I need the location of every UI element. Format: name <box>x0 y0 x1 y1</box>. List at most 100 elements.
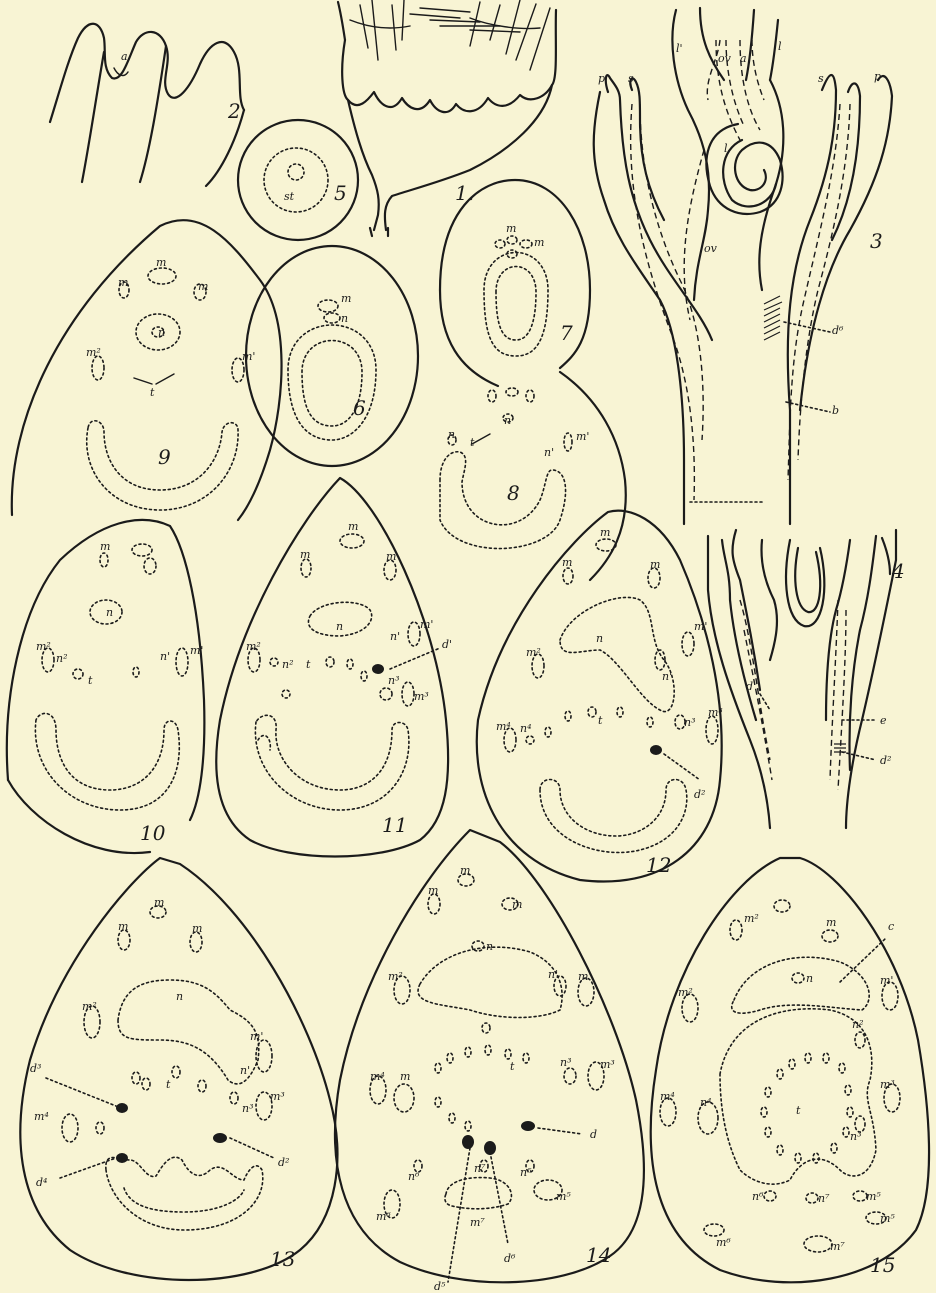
figure-9-label-m2: m² <box>86 346 101 359</box>
figure-14-label-m7: m⁷ <box>470 1216 485 1229</box>
figure-15-label-m7: m⁷ <box>830 1240 845 1253</box>
figure-14-label-m-a: m <box>428 884 438 897</box>
figure-14-label-n3: n³ <box>560 1056 572 1069</box>
figure-11-label-m-b: m <box>386 550 396 563</box>
figure-4-longitudinal-section: d' e d² 4 <box>708 530 905 828</box>
figure-4-number: 4 <box>891 559 905 583</box>
figure-13-number: 13 <box>270 1247 295 1271</box>
figure-11-label-n: n <box>336 620 343 633</box>
figure-2-lobes: a 2 <box>50 24 244 186</box>
figure-11-label-d1: d' <box>442 638 452 651</box>
figure-6-label-n: n <box>341 312 348 325</box>
figure-11-label-m-a: m <box>300 548 310 561</box>
figure-8-label-n1: n' <box>544 446 554 459</box>
figure-8-label-n: n <box>448 428 455 441</box>
figure-3-label-b: b <box>832 404 839 417</box>
figure-13-label-n1: n' <box>240 1064 250 1077</box>
figure-7-label-m-b: m <box>534 236 544 249</box>
figure-13-label-n3: n³ <box>242 1102 254 1115</box>
figure-7-label-m: m <box>506 222 516 235</box>
figure-14-label-m1: m' <box>578 970 591 983</box>
figure-15-label-m1: m' <box>880 974 893 987</box>
figure-12-number: 12 <box>646 853 671 877</box>
figure-15-label-c: c <box>888 920 894 933</box>
figure-13-label-d4: d⁴ <box>36 1176 47 1189</box>
figure-8-label-m1: m' <box>576 430 589 443</box>
figure-3-label-p: p <box>598 72 605 85</box>
figure-13-label-m4: m⁴ <box>34 1110 49 1123</box>
figure-6-number: 6 <box>353 396 366 420</box>
figure-9-label-m1: m' <box>242 350 255 363</box>
figure-13-label-m1: m' <box>250 1030 263 1043</box>
figure-6-section: m n 6 <box>246 246 418 466</box>
figure-3-label-s-b: s <box>818 72 824 85</box>
figure-14-section: m m m n m² n' m' m⁴ m t n³ m³ d n⁶ n⁷ n⁵… <box>335 830 644 1293</box>
figure-3-number: 3 <box>870 229 883 253</box>
figure-11-label-m3: m³ <box>414 690 429 703</box>
figure-11-label-m1: m' <box>420 618 433 631</box>
figure-14-label-t: t <box>510 1060 515 1073</box>
figure-15-label-t: t <box>796 1104 801 1117</box>
figure-12-label-n3: n³ <box>684 716 696 729</box>
figure-12-label-d2: d² <box>694 788 705 801</box>
figure-15-label-m2: m² <box>744 912 759 925</box>
figure-14-label-d6: d⁶ <box>504 1252 516 1265</box>
figure-14-label-n5: n⁵ <box>520 1166 532 1179</box>
figure-13-section: m m m n m² m' n' t d³ m⁴ n³ m³ d⁴ d² 13 <box>20 858 337 1280</box>
figure-5-number: 5 <box>334 181 347 205</box>
figure-12-label-n4: n⁴ <box>520 722 532 735</box>
figure-15-label-m2b: m² <box>678 986 693 999</box>
figure-12-label-m2: m² <box>526 646 541 659</box>
figure-14-label-n7: n⁷ <box>474 1162 486 1175</box>
figure-14-label-d: d <box>590 1128 597 1141</box>
figure-3-label-d6: d⁶ <box>832 324 844 337</box>
figure-15-label-n7: n⁷ <box>818 1192 830 1205</box>
figure-9-section: m m m n m² m' t 9 <box>12 220 282 520</box>
figure-15-label-n2: n² <box>852 1018 864 1031</box>
figure-5-label-st: st <box>284 190 295 203</box>
figure-13-label-m-a: m <box>118 920 128 933</box>
figure-15-label-m5: m⁵ <box>866 1190 881 1203</box>
figure-14-label-m5: m <box>400 1070 410 1083</box>
figure-8-label-t: t <box>470 436 475 449</box>
figure-14-label-n1: n' <box>548 968 558 981</box>
figure-11-label-n1: n' <box>390 630 400 643</box>
figure-4-label-e: e <box>880 714 887 727</box>
figure-3-label-p-b: p <box>874 70 881 83</box>
figure-14-label-m-b: m <box>512 898 522 911</box>
figure-3-label-ov-b: ov <box>704 242 718 255</box>
figure-12-label-m: m <box>600 526 610 539</box>
figure-2-label-a: a <box>121 50 128 63</box>
figure-11-number: 11 <box>382 813 407 837</box>
figure-10-label-n1: n' <box>160 650 170 663</box>
figure-15-label-m6: m⁶ <box>716 1236 731 1249</box>
figure-4-label-d1: d' <box>746 680 756 693</box>
figure-12-label-n1: n' <box>662 670 672 683</box>
figure-14-label-n: n <box>486 940 493 953</box>
figure-12-label-m-b: m <box>650 558 660 571</box>
figure-6-label-m: m <box>341 292 351 305</box>
figure-11-label-n2: n² <box>282 658 294 671</box>
figure-11-label-t: t <box>306 658 311 671</box>
figure-9-number: 9 <box>158 445 171 469</box>
figure-5-section: st 5 <box>238 120 358 240</box>
figure-13-label-m-b: m <box>192 922 202 935</box>
figure-14-label-d5: d⁵ <box>434 1280 446 1293</box>
figure-12-label-n: n <box>596 632 603 645</box>
figure-14-label-m: m <box>460 864 470 877</box>
figure-4-label-d2: d² <box>880 754 891 767</box>
figure-15-label-n: n <box>806 972 813 985</box>
figure-15-label-n6: n⁶ <box>752 1190 764 1203</box>
figure-3-label-l: l <box>778 40 782 53</box>
figure-14-label-n6: n⁶ <box>408 1170 420 1183</box>
figure-15-label-n4: n⁴ <box>700 1096 712 1109</box>
figure-8-number: 8 <box>507 481 520 505</box>
figure-10-label-n2: n² <box>56 652 68 665</box>
figure-13-label-m: m <box>154 896 164 909</box>
figure-15-label-n3: n³ <box>850 1130 862 1143</box>
figure-3-label-s: s <box>628 72 634 85</box>
figure-15-label-m3: m³ <box>880 1078 895 1091</box>
figure-14-label-m3: m³ <box>600 1058 615 1071</box>
figure-9-label-n: n <box>158 326 165 339</box>
